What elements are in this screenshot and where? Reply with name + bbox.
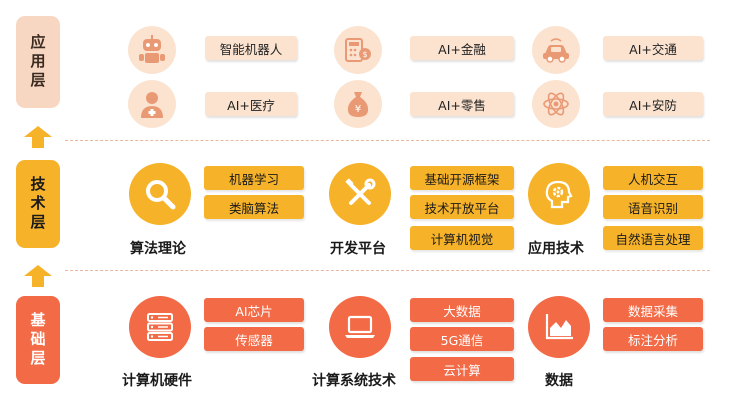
app-tag-ai-finance: AI+金融 (410, 36, 514, 60)
layer-foundation-label: 基础层 (28, 311, 47, 369)
layer-technology-label: 技术层 (28, 175, 47, 233)
layer-application-label: 应用层 (28, 33, 47, 91)
app-tag-ai-security: AI+安防 (603, 92, 703, 116)
foundation-tag-cloud: 云计算 (410, 357, 514, 381)
tech-tag-open-framework: 基础开源框架 (410, 166, 514, 190)
tech-group-platform-label: 开发平台 (330, 241, 386, 257)
app-tag-ai-medical: AI+医疗 (205, 92, 297, 116)
tech-tag-nlp: 自然语言处理 (603, 226, 703, 250)
layer-application: 应用层 (16, 16, 60, 108)
foundation-tag-ai-chip: AI芯片 (204, 298, 304, 322)
tech-tag-open-platform: 技术开放平台 (410, 195, 514, 219)
app-tag-smart-robot: 智能机器人 (205, 36, 297, 60)
tech-tag-speech-recognition: 语音识别 (603, 195, 703, 219)
tech-tag-brain-algorithm: 类脑算法 (204, 195, 304, 219)
area-chart-icon (528, 296, 590, 358)
atom-shield-icon (532, 80, 580, 128)
divider (65, 270, 710, 271)
server-icon (129, 296, 191, 358)
foundation-group-hardware-label: 计算机硬件 (122, 373, 192, 389)
tech-tag-machine-learning: 机器学习 (204, 166, 304, 190)
foundation-group-computing-label: 计算系统技术 (312, 373, 396, 389)
tech-tag-hci: 人机交互 (603, 166, 703, 190)
divider (65, 140, 710, 141)
tools-icon (329, 163, 391, 225)
brain-gear-icon (528, 163, 590, 225)
magnifier-icon (129, 163, 191, 225)
robot-icon (128, 26, 176, 74)
money-bag-icon: ¥ (334, 80, 382, 128)
car-icon (532, 26, 580, 74)
svg-text:¥: ¥ (355, 104, 361, 115)
app-tag-ai-traffic: AI+交通 (603, 36, 703, 60)
foundation-tag-annotation: 标注分析 (603, 327, 703, 351)
foundation-group-data-label: 数据 (545, 373, 573, 389)
foundation-tag-big-data: 大数据 (410, 298, 514, 322)
calculator-coin-icon: $ (334, 26, 382, 74)
foundation-tag-5g: 5G通信 (410, 327, 514, 351)
tech-group-algorithm-label: 算法理论 (130, 241, 186, 257)
up-arrow-icon (24, 265, 52, 287)
laptop-icon (329, 296, 391, 358)
svg-text:$: $ (362, 50, 367, 59)
tech-tag-computer-vision: 计算机视觉 (410, 226, 514, 250)
app-tag-ai-retail: AI+零售 (410, 92, 514, 116)
foundation-tag-data-collection: 数据采集 (603, 298, 703, 322)
layer-foundation: 基础层 (16, 296, 60, 384)
layer-technology: 技术层 (16, 160, 60, 248)
tech-group-application-label: 应用技术 (528, 241, 584, 257)
foundation-tag-sensor: 传感器 (204, 327, 304, 351)
up-arrow-icon (24, 126, 52, 148)
doctor-icon (128, 80, 176, 128)
